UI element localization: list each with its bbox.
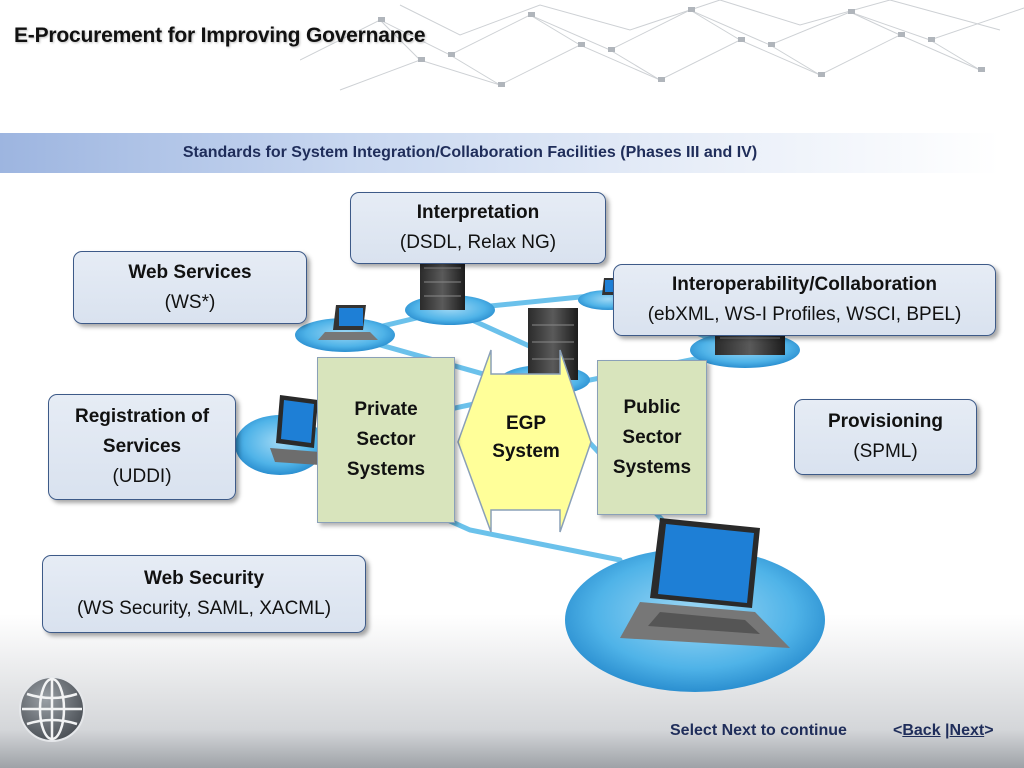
public-sector-systems-box: Public Sector Systems (597, 360, 707, 515)
back-link[interactable]: Back (902, 722, 941, 739)
next-link[interactable]: Next (949, 722, 985, 739)
globe-icon (19, 676, 85, 742)
web-services-box: Web Services (WS*) (73, 251, 307, 324)
laptop-icon (270, 278, 790, 648)
continue-instruction: Select Next to continue (670, 722, 847, 739)
web-security-box: Web Security (WS Security, SAML, XACML) (42, 555, 366, 633)
subtitle-band (0, 133, 1000, 173)
network-mesh-icon (300, 0, 1024, 91)
page-title: E-Procurement for Improving Governance (14, 24, 426, 47)
registration-of-services-box: Registration of Services (UDDI) (48, 394, 236, 500)
network-illustration (235, 255, 825, 692)
section-subtitle: Standards for System Integration/Collabo… (182, 144, 758, 161)
footer-navigation: <Back |Next> (893, 722, 994, 739)
private-sector-systems-box: Private Sector Systems (317, 357, 455, 523)
interpretation-box: Interpretation (DSDL, Relax NG) (350, 192, 606, 264)
egp-system-label: EGP System (492, 413, 560, 462)
provisioning-box: Provisioning (SPML) (794, 399, 977, 475)
interoperability-box: Interoperability/Collaboration (ebXML, W… (613, 264, 996, 336)
